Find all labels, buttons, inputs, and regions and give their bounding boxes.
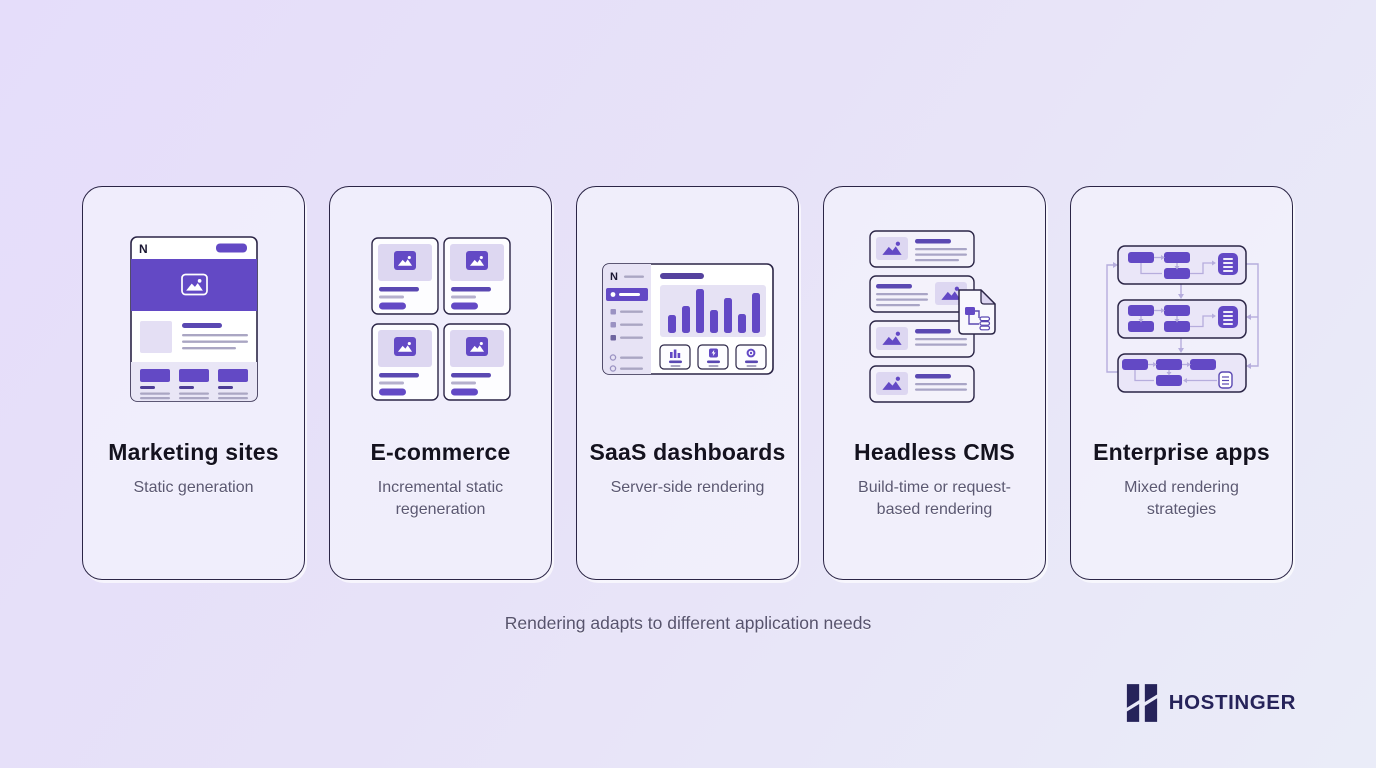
- card-subtitle: Mixed rendering strategies: [1124, 479, 1239, 518]
- dashboard-mockup-graphic: N: [601, 263, 774, 375]
- hostinger-logo-text: HOSTINGER: [1168, 691, 1296, 714]
- dashboard-illustration: N: [601, 187, 774, 437]
- database-icon: [978, 316, 990, 331]
- nextjs-logo-icon: N: [139, 242, 148, 256]
- flow-panel: [1116, 353, 1247, 393]
- stat-card-circle: [734, 344, 767, 370]
- product-card: [442, 237, 511, 315]
- schema-document-icon: [957, 289, 996, 335]
- dashboard-bars: [667, 289, 760, 333]
- stat-card-chart: [658, 344, 691, 370]
- product-card: [370, 323, 439, 401]
- database-icon: [1217, 371, 1233, 389]
- sidebar-active-item: [605, 288, 648, 301]
- nav-button-shape: [215, 243, 247, 253]
- server-list-icon: [1217, 306, 1238, 328]
- content-row: [868, 320, 975, 358]
- stat-card-bolt: [696, 344, 729, 370]
- card-title: Enterprise apps: [1093, 439, 1270, 465]
- content-row: [868, 230, 975, 268]
- card-subtitle: Static generation: [133, 479, 254, 496]
- product-card: [370, 237, 439, 315]
- connector-arrowheads: [1112, 262, 1251, 369]
- browser-mockup-graphic: N: [129, 236, 258, 402]
- outer-connectors: [1105, 263, 1259, 373]
- card-title: Marketing sites: [108, 439, 279, 465]
- nextjs-logo-icon: N: [610, 271, 618, 283]
- card-title: SaaS dashboards: [589, 439, 786, 465]
- product-grid-graphic: [370, 237, 511, 401]
- card-marketing-sites: N: [82, 186, 305, 580]
- card-saas-dashboards: N: [576, 186, 799, 580]
- cms-illustration: [868, 187, 1001, 437]
- card-enterprise-apps: Enterprise apps Mixed rendering strategi…: [1070, 186, 1293, 580]
- product-grid-illustration: [370, 187, 511, 437]
- content-row-mirrored: [868, 275, 975, 313]
- flow-panels-graphic: [1105, 245, 1259, 393]
- flow-panel: [1116, 245, 1247, 285]
- flow-panel: [1116, 299, 1247, 339]
- card-subtitle: Build-time or request-based rendering: [858, 479, 1011, 518]
- product-card: [442, 323, 511, 401]
- content-rows-graphic: [868, 230, 996, 403]
- content-row: [868, 365, 975, 403]
- card-row: N: [82, 186, 1293, 580]
- card-title: E-commerce: [370, 439, 511, 465]
- hero-block: [130, 259, 257, 311]
- server-list-icon: [1217, 253, 1238, 275]
- flow-panels-illustration: [1100, 187, 1264, 437]
- feature-columns: [139, 369, 248, 400]
- hostinger-brand: HOSTINGER: [1125, 684, 1296, 722]
- card-title: Headless CMS: [854, 439, 1015, 465]
- footer-caption: Rendering adapts to different applicatio…: [504, 613, 872, 633]
- card-headless-cms: Headless CMS Build-time or request-based…: [823, 186, 1046, 580]
- sidebar-items: [609, 309, 643, 372]
- hostinger-logo-icon: [1126, 684, 1157, 722]
- browser-landing-illustration: N: [129, 187, 258, 437]
- page-title-bar: [659, 273, 704, 279]
- hero-image-icon: [180, 273, 208, 296]
- card-subtitle: Incremental static regeneration: [377, 479, 504, 518]
- card-e-commerce: E-commerce Incremental static regenerati…: [329, 186, 552, 580]
- card-subtitle: Server-side rendering: [610, 479, 765, 496]
